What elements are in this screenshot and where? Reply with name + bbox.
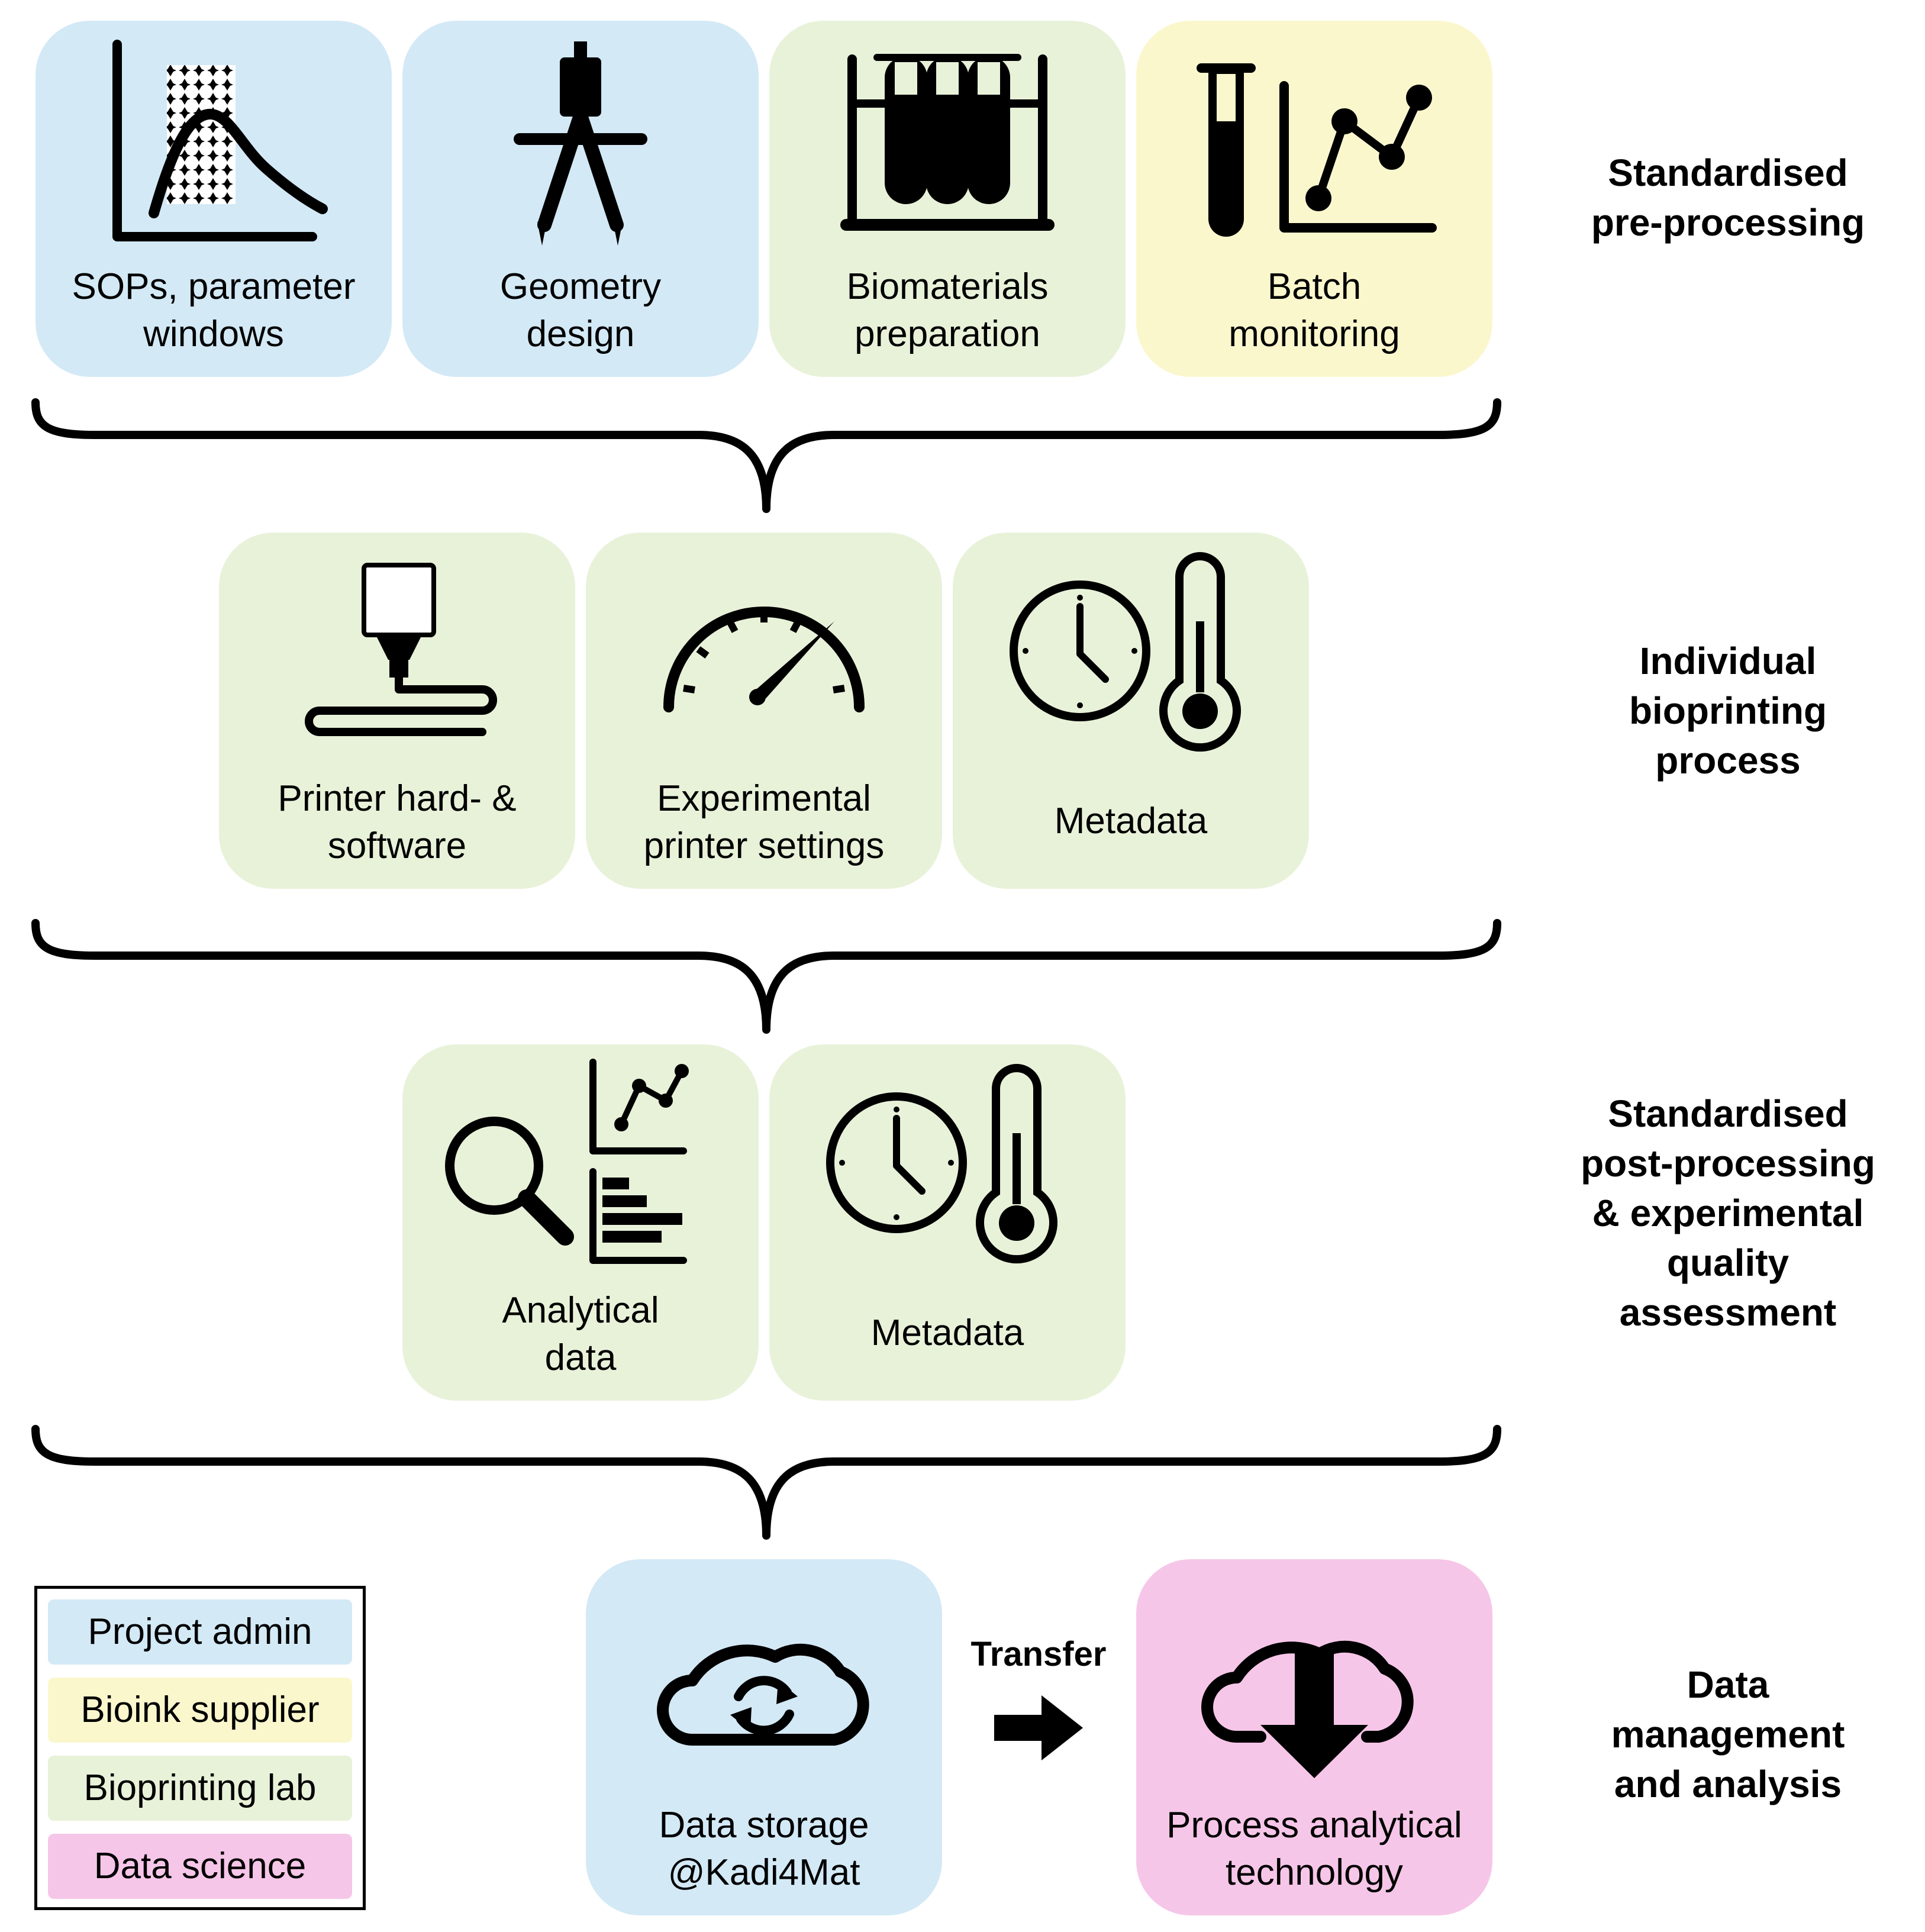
tile-printer: Printer hard- & software — [219, 533, 575, 889]
tile-label: Metadata — [775, 1309, 1120, 1357]
scatter-curve-icon — [112, 40, 328, 241]
3d-printer-nozzle-icon — [305, 563, 497, 736]
tile-label: Data storage @Kadi4Mat — [592, 1802, 936, 1896]
stage-label-line: Standardised — [1608, 1092, 1848, 1135]
brace-2 — [31, 919, 1501, 1034]
tile-label: Analytical data — [408, 1287, 753, 1382]
label-line: Printer hard- & — [278, 778, 517, 819]
test-tube-rack-icon — [840, 54, 1055, 231]
tile-storage: Data storage @Kadi4Mat — [586, 1559, 942, 1915]
brace-3 — [31, 1425, 1501, 1540]
legend: Project admin Bioink supplier Bioprintin… — [34, 1586, 366, 1910]
label-line: data — [544, 1337, 617, 1378]
tile-metadata-1: Metadata — [953, 533, 1309, 889]
tile-settings: Experimental printer settings — [586, 533, 942, 889]
clock-thermometer-icon — [1010, 552, 1241, 752]
label-line: Metadata — [870, 1312, 1024, 1353]
tile-analytical: Analytical data — [402, 1044, 759, 1401]
label-line: Metadata — [1054, 801, 1208, 841]
stage-label-line: bioprinting — [1629, 689, 1827, 732]
tile-label: Printer hard- & software — [225, 775, 569, 870]
legend-item-data-science: Data science — [48, 1834, 352, 1899]
tile-pat: Process analytical technology — [1136, 1559, 1492, 1915]
stage-label-line: process — [1655, 739, 1801, 782]
label-line: technology — [1226, 1852, 1403, 1893]
tile-label: Geometry design — [408, 263, 753, 358]
tile-label: Batch monitoring — [1142, 263, 1487, 358]
label-line: preparation — [855, 314, 1040, 354]
label-line: software — [327, 825, 467, 866]
stage-label-pre: Standardised pre-processing — [1562, 148, 1894, 247]
label-line: monitoring — [1228, 314, 1400, 354]
legend-item-project-admin: Project admin — [48, 1599, 352, 1665]
tile-geometry: Geometry design — [402, 21, 759, 377]
tile-label: Biomaterials preparation — [775, 263, 1120, 358]
tile-metadata-2: Metadata — [769, 1044, 1126, 1401]
tile-batch: Batch monitoring — [1136, 21, 1492, 377]
stage-label-line: and analysis — [1614, 1763, 1842, 1805]
cloud-sync-icon — [657, 1643, 869, 1746]
stage-label-line: post-processing — [1581, 1142, 1875, 1185]
label-line: windows — [143, 314, 284, 354]
label-line: Batch — [1267, 266, 1362, 307]
label-line: Analytical — [502, 1290, 659, 1331]
tile-sops: SOPs, parameter windows — [36, 21, 392, 377]
label-line: printer settings — [643, 825, 885, 866]
stage-label-line: assessment — [1619, 1291, 1837, 1334]
brace-1 — [31, 398, 1501, 513]
cloud-download-icon — [1201, 1640, 1414, 1778]
label-line: Geometry — [499, 266, 662, 307]
tile-label: Metadata — [959, 798, 1303, 845]
magnifier-charts-icon — [445, 1059, 689, 1264]
label-line: Biomaterials — [846, 266, 1049, 307]
tile-label: SOPs, parameter windows — [41, 263, 386, 358]
stage-label-data: Data management and analysis — [1562, 1660, 1894, 1809]
transfer-arrow-icon — [994, 1695, 1083, 1760]
stage-label-line: management — [1611, 1713, 1845, 1756]
stage-label-line: Standardised — [1608, 151, 1848, 194]
stage-label-line: quality — [1666, 1241, 1789, 1284]
compass-icon — [514, 41, 647, 246]
legend-item-bioink-supplier: Bioink supplier — [48, 1678, 352, 1743]
tile-biomaterials: Biomaterials preparation — [769, 21, 1126, 377]
label-line: Data storage — [659, 1805, 869, 1846]
stage-label-line: Data — [1687, 1663, 1769, 1706]
label-line: SOPs, parameter — [72, 266, 356, 307]
stage-label-post: Standardised post-processing & experimen… — [1562, 1089, 1894, 1337]
stage-label-line: pre-processing — [1591, 201, 1865, 244]
stage-label-process: Individual bioprinting process — [1562, 636, 1894, 785]
tile-label: Experimental printer settings — [592, 775, 936, 870]
stage-label-line: & experimental — [1592, 1192, 1864, 1234]
legend-item-bioprinting-lab: Bioprinting lab — [48, 1756, 352, 1821]
test-tube-chart-icon — [1197, 63, 1437, 237]
label-line: Experimental — [657, 778, 871, 819]
transfer-label: Transfer — [970, 1635, 1107, 1673]
stage-label-line: Individual — [1639, 640, 1817, 682]
label-line: design — [526, 314, 635, 354]
clock-thermometer-icon — [826, 1064, 1057, 1264]
speedometer-icon — [663, 607, 865, 712]
label-line: @Kadi4Mat — [668, 1852, 860, 1893]
label-line: Process analytical — [1166, 1805, 1462, 1846]
tile-label: Process analytical technology — [1142, 1802, 1487, 1896]
